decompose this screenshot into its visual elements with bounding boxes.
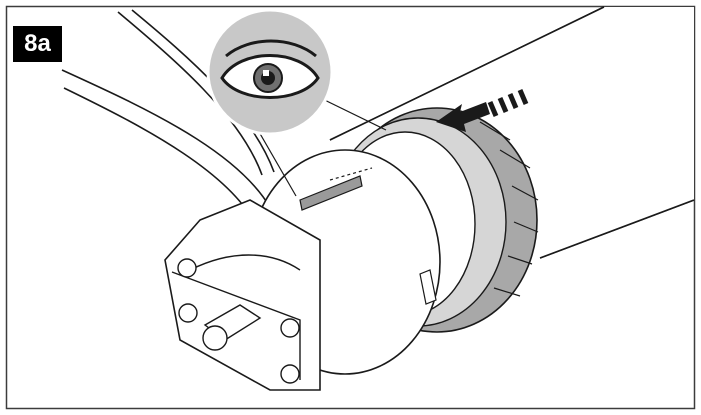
tube-body: [330, 7, 694, 258]
screw-heads: [177, 258, 300, 384]
figure-frame: [5, 5, 696, 410]
end-bracket: [164, 199, 321, 391]
step-badge: 8a: [13, 26, 62, 62]
drive-shaft: [202, 304, 262, 351]
insert-direction-arrow-icon: [436, 89, 529, 132]
eye-icon: [206, 8, 334, 136]
